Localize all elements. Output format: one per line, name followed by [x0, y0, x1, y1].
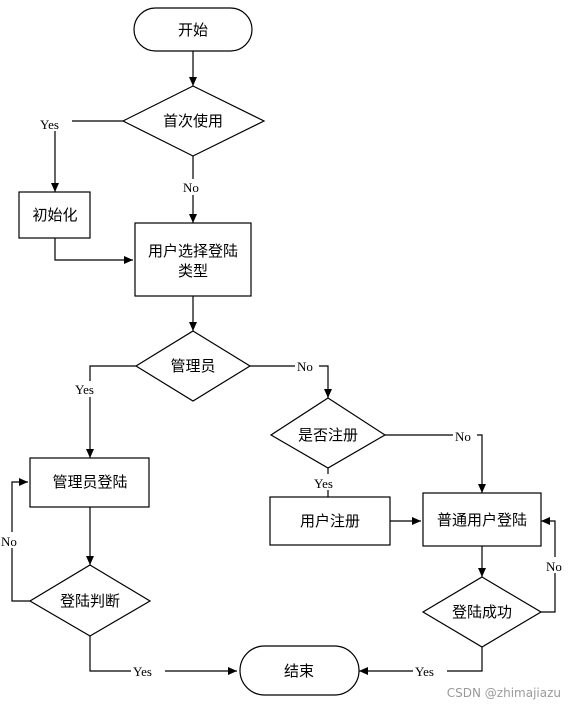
- user-register-process: [269, 496, 391, 546]
- edge-label-check-yes: Yes: [133, 664, 152, 679]
- end-label: 结束: [284, 662, 314, 680]
- edge-label-success-no: No: [546, 559, 562, 574]
- edge-label-admin-yes: Yes: [75, 382, 94, 397]
- login-check-label: 登陆判断: [60, 592, 120, 610]
- registered-decision: [269, 397, 387, 469]
- admin-login-process: [29, 457, 150, 508]
- edge-first-use-yes: [51, 120, 123, 192]
- edge-init-to-select: [54, 238, 133, 264]
- admin-decision: [134, 330, 252, 402]
- user-login-process: [422, 492, 542, 547]
- admin-login-label: 管理员登陆: [52, 473, 127, 491]
- user-register-label: 用户注册: [300, 512, 360, 530]
- edge-check-yes: [89, 636, 237, 675]
- init-process: [18, 191, 91, 239]
- select-login-type-label-line1: 用户选择登陆: [148, 242, 238, 260]
- login-success-decision: [421, 576, 543, 648]
- watermark: CSDN @zhimajiazu: [447, 686, 561, 700]
- start-label: 开始: [178, 21, 208, 39]
- first-use-label: 首次使用: [163, 112, 223, 130]
- edge-label-success-yes: Yes: [415, 664, 434, 679]
- edge-registered-no: [385, 434, 486, 493]
- login-check-decision: [28, 564, 152, 637]
- edge-label-first-use-no: No: [183, 180, 199, 195]
- init-label: 初始化: [32, 206, 77, 224]
- login-success-label: 登陆成功: [452, 603, 512, 621]
- edge-admin-no: [250, 365, 332, 398]
- end-terminal: [239, 645, 360, 696]
- edge-label-registered-no: No: [455, 429, 471, 444]
- edge-label-admin-no: No: [297, 359, 313, 374]
- select-login-type-process: [134, 222, 252, 297]
- admin-label: 管理员: [170, 357, 215, 375]
- edge-success-yes: [359, 647, 483, 675]
- edge-label-first-use-yes: Yes: [40, 117, 59, 132]
- edge-label-check-no: No: [1, 534, 17, 549]
- select-login-type-label-line2: 类型: [178, 262, 208, 280]
- start-terminal: [133, 7, 253, 52]
- edge-admin-yes: [86, 365, 136, 458]
- first-use-decision: [121, 85, 266, 157]
- registered-label: 是否注册: [298, 426, 358, 444]
- user-login-label: 普通用户登陆: [437, 511, 527, 529]
- edge-label-registered-yes: Yes: [314, 476, 333, 491]
